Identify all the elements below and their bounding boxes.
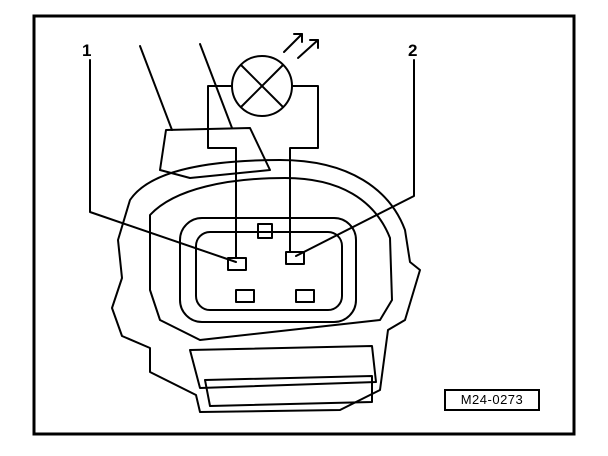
test-lead-1 (207, 85, 237, 259)
callout-2: 2 (408, 41, 418, 60)
test-lead-2 (289, 85, 319, 253)
connector-housing-inner (149, 177, 393, 341)
connector-housing-icon (111, 159, 421, 413)
pin-4 (235, 289, 255, 303)
harness-body (159, 127, 271, 179)
light-ray-arrow-2 (309, 39, 319, 49)
connector-bracket (189, 345, 377, 389)
pin-2 (285, 251, 305, 265)
connector-bracket-base (204, 375, 373, 407)
connector-socket (179, 217, 357, 323)
cable-left (139, 45, 173, 131)
figure-frame (32, 14, 576, 436)
pin-3 (257, 223, 273, 239)
reference-code: M24-0273 (444, 389, 540, 411)
leader-line-1 (89, 59, 237, 263)
callout-1: 1 (82, 41, 92, 60)
pin-5 (295, 289, 315, 303)
light-ray-1 (283, 33, 303, 53)
leader-line-2 (295, 59, 415, 257)
test-lamp-icon (231, 55, 293, 117)
connector-socket-inner (195, 231, 343, 311)
light-ray-2 (297, 39, 319, 59)
light-ray-arrow-1 (293, 33, 303, 43)
